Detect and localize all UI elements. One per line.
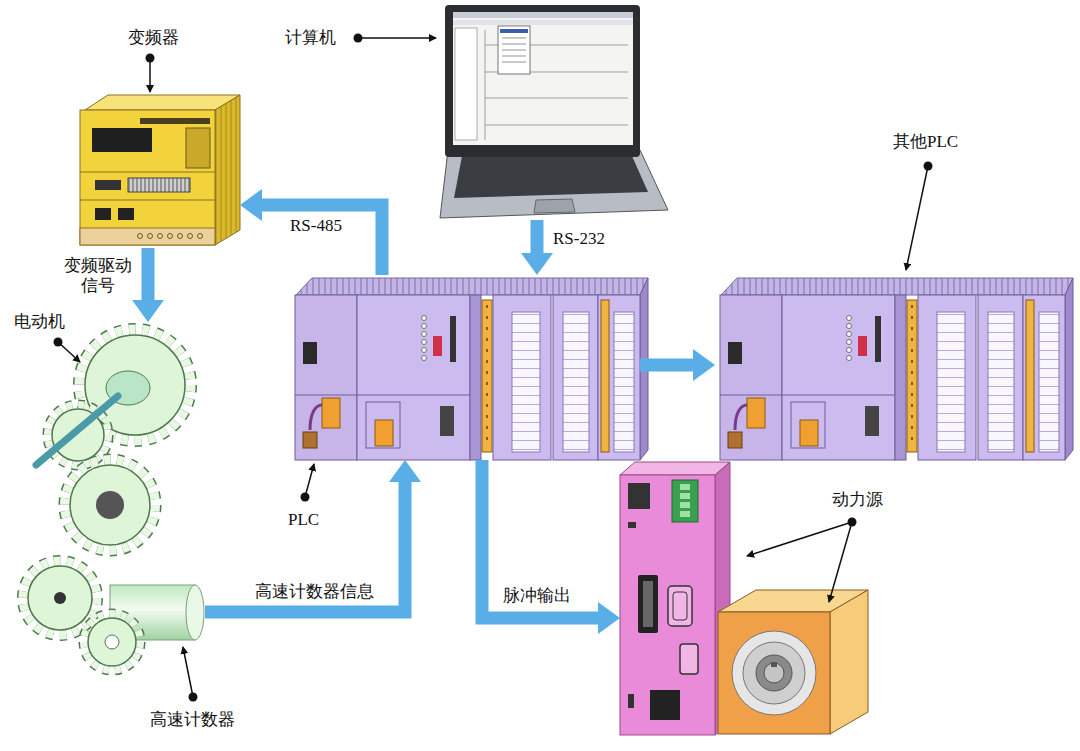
edge-label: 脉冲输出 (503, 586, 571, 606)
arrow-shaft (482, 460, 599, 618)
callout-label: 其他PLC (893, 132, 958, 152)
edge-label: 变频驱动 信号 (62, 256, 134, 296)
plc-drawing (295, 278, 648, 460)
leader-dots (54, 34, 933, 702)
edge-label: RS-232 (553, 229, 605, 249)
arrow-head (389, 460, 421, 482)
arrow-shaft (205, 481, 405, 612)
motor-gears-drawing (36, 330, 190, 550)
callout-label: 动力源 (832, 490, 883, 510)
arrow-head (240, 189, 262, 221)
flow-arrow (132, 248, 164, 322)
leader-lines (58, 38, 928, 697)
callout-label: 电动机 (14, 312, 65, 332)
flow-arrow (205, 460, 421, 612)
encoder-drawing (23, 561, 204, 670)
callout-label: PLC (288, 510, 319, 530)
device-node: 计算机 (440, 5, 665, 220)
servo-motor-drawing (718, 590, 868, 734)
device-node: 动力源 (620, 462, 872, 738)
device-node: 电动机 (20, 322, 205, 555)
flow-arrow (521, 220, 553, 275)
device-node: 高速计数器 (15, 560, 205, 680)
arrow-shaft (640, 359, 694, 372)
arrow-head (132, 300, 164, 322)
arrow-head (693, 349, 715, 381)
edge-label: RS-485 (290, 216, 342, 236)
laptop-drawing (440, 5, 668, 218)
device-node: 变频器 (80, 95, 240, 248)
device-node: 其他PLC (715, 275, 1063, 460)
callout-label: 高速计数器 (150, 710, 235, 730)
device-node: PLC (290, 275, 640, 460)
edge-label: 高速计数器信息 (255, 582, 374, 602)
arrow-shaft (531, 220, 544, 254)
flow-arrow (640, 349, 715, 381)
servo-drive-drawing (620, 462, 730, 735)
callout-label: 计算机 (285, 28, 336, 48)
arrow-shaft (261, 205, 382, 275)
callout-label: 变频器 (128, 28, 179, 48)
flow-arrow (482, 460, 620, 634)
plc-drawing (720, 278, 1073, 460)
inverter-drawing (80, 95, 240, 245)
arrow-head (598, 602, 620, 634)
flow-arrow (240, 189, 382, 275)
arrow-shaft (142, 248, 155, 301)
arrow-head (521, 253, 553, 275)
